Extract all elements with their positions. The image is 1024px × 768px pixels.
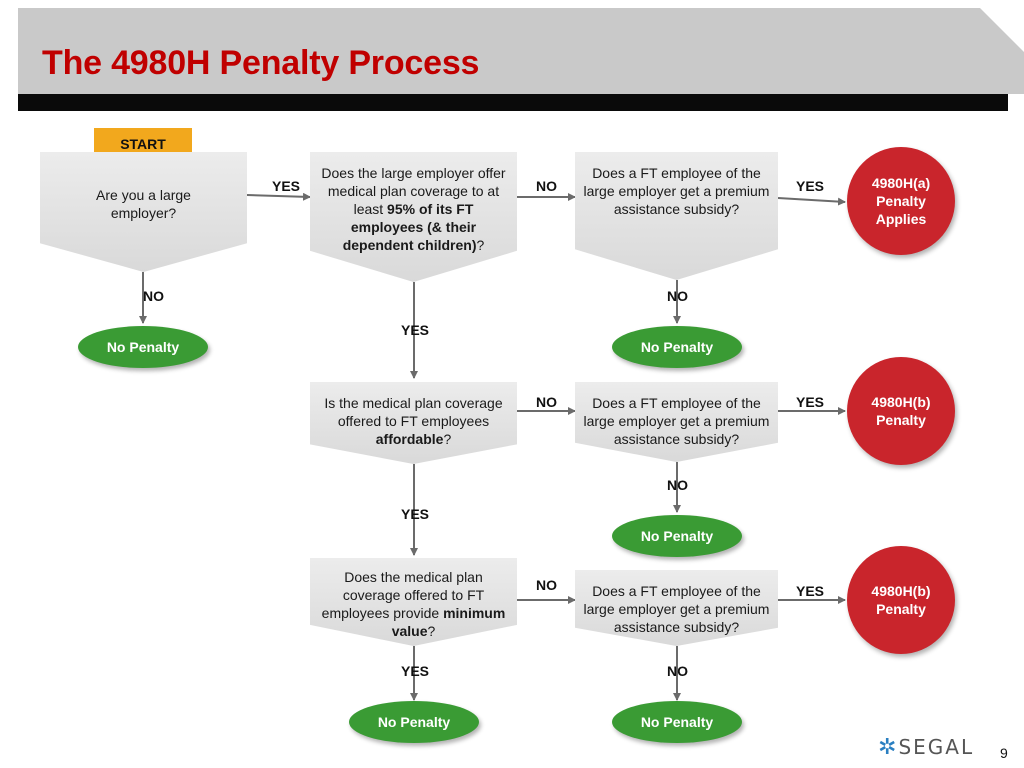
page-number: 9 xyxy=(1000,745,1008,761)
segal-logo-text: SEGAL xyxy=(898,735,975,759)
slide-header xyxy=(18,8,1024,94)
penalty-b-circle-1: 4980H(b) Penalty xyxy=(847,357,955,465)
q2-text-after: ? xyxy=(476,237,485,253)
star-icon: ✲ xyxy=(878,734,897,759)
question-95-percent-coverage: Does the large employer offer medical pl… xyxy=(310,152,517,282)
penalty-b2-line2: Penalty xyxy=(876,601,926,617)
penalty-a-line3: Applies xyxy=(875,211,927,227)
yes-label-q2: YES xyxy=(401,322,430,338)
penalty-b1-line1: 4980H(b) xyxy=(871,394,931,410)
question-large-employer: Are you a large employer? xyxy=(40,152,247,272)
q4-text-before: Does the medical plan coverage offered t… xyxy=(321,569,485,621)
header-bar xyxy=(18,94,1008,111)
yes-label-q1: YES xyxy=(272,178,301,194)
subsidy-1-text: Does a FT employee of the large employer… xyxy=(583,165,770,217)
no-label-q4: NO xyxy=(536,577,557,593)
q2-text-before: Does the large employer offer medical pl… xyxy=(321,165,506,217)
yes-label-q4: YES xyxy=(401,663,430,679)
no-penalty-2: No Penalty xyxy=(612,326,742,368)
no-penalty-5: No Penalty xyxy=(612,701,742,743)
q2-text-bold: 95% of its FT employees (& their depende… xyxy=(342,201,477,253)
question-subsidy-1: Does a FT employee of the large employer… xyxy=(575,152,778,280)
q3-text-before: Is the medical plan coverage offered to … xyxy=(324,395,503,429)
penalty-b2-line1: 4980H(b) xyxy=(871,583,931,599)
q3-text-after: ? xyxy=(443,431,452,447)
no-label-q2: NO xyxy=(536,178,557,194)
question-affordable: Is the medical plan coverage offered to … xyxy=(310,382,517,464)
no-penalty-3: No Penalty xyxy=(612,515,742,557)
penalty-a-line2: Penalty xyxy=(876,193,926,209)
penalty-b1-line2: Penalty xyxy=(876,412,926,428)
question-subsidy-2: Does a FT employee of the large employer… xyxy=(575,382,778,462)
subsidy-2-text: Does a FT employee of the large employer… xyxy=(583,395,770,447)
no-label-q3: NO xyxy=(536,394,557,410)
q3-text-bold: affordable xyxy=(375,431,444,447)
no-penalty-1: No Penalty xyxy=(78,326,208,368)
penalty-b-circle-2: 4980H(b) Penalty xyxy=(847,546,955,654)
q4-text-after: ? xyxy=(427,623,436,639)
arrow-q1-to-q2 xyxy=(246,192,311,201)
no-label-q1: NO xyxy=(143,288,164,304)
q4-text-bold: minimum value xyxy=(391,605,506,639)
question-large-employer-text: Are you a large employer? xyxy=(96,187,191,221)
page-title: The 4980H Penalty Process xyxy=(42,44,480,82)
no-penalty-4: No Penalty xyxy=(349,701,479,743)
penalty-a-circle: 4980H(a) Penalty Applies xyxy=(847,147,955,255)
yes-label-subsidy-1: YES xyxy=(796,178,825,194)
yes-label-subsidy-3: YES xyxy=(796,583,825,599)
question-minimum-value: Does the medical plan coverage offered t… xyxy=(310,558,517,646)
arrow-subsidy1-to-penalty-a xyxy=(777,197,846,206)
subsidy-3-text: Does a FT employee of the large employer… xyxy=(583,583,770,635)
yes-label-q3: YES xyxy=(401,506,430,522)
yes-label-subsidy-2: YES xyxy=(796,394,825,410)
no-label-subsidy-3: NO xyxy=(667,663,688,679)
no-label-subsidy-1: NO xyxy=(667,288,688,304)
penalty-a-line1: 4980H(a) xyxy=(871,175,931,191)
question-subsidy-3: Does a FT employee of the large employer… xyxy=(575,570,778,646)
segal-logo: ✲ SEGAL xyxy=(878,735,974,759)
no-label-subsidy-2: NO xyxy=(667,477,688,493)
